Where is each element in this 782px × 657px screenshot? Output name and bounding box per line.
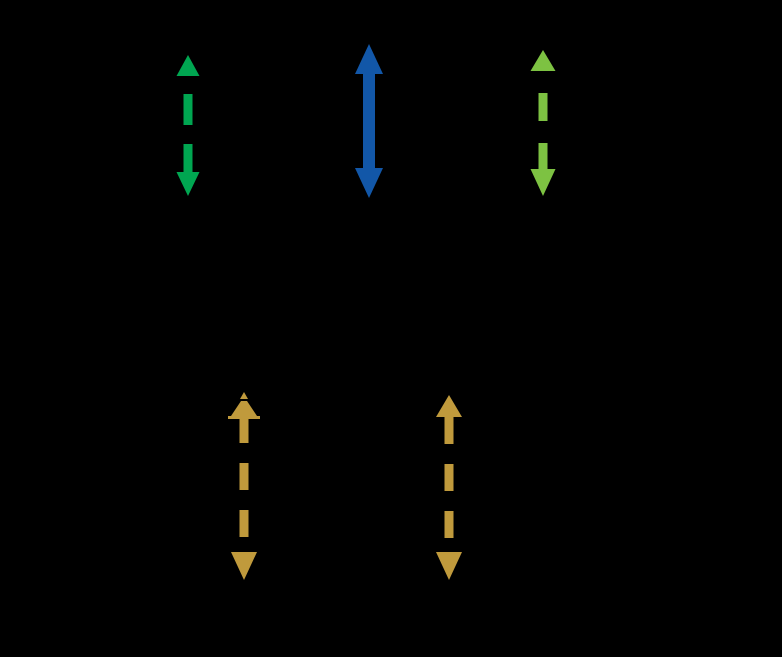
tan-dashed-double-arrow-left bbox=[228, 392, 260, 580]
green-dashed-double-arrow bbox=[176, 55, 200, 196]
lime-dashed-double-arrow bbox=[530, 50, 556, 196]
blue-solid-double-arrow bbox=[355, 44, 383, 198]
tan-dashed-double-arrow-right bbox=[436, 395, 462, 580]
